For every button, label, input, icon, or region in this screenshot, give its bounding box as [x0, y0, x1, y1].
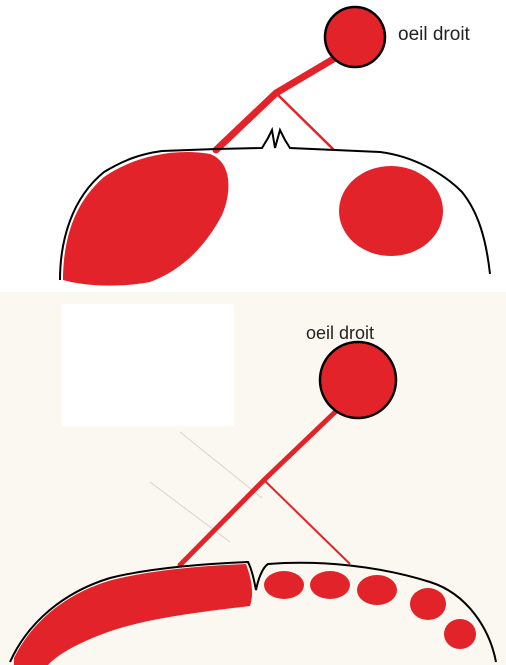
visual-field-right	[339, 166, 443, 256]
diagram-top-panel: oeil droit	[0, 0, 506, 292]
visual-field-left	[63, 152, 228, 286]
visual-field-spot	[410, 588, 446, 620]
eye-circle	[325, 7, 385, 67]
eye-circle	[320, 342, 396, 418]
visual-field-spot	[310, 571, 350, 599]
eye-label: oeil droit	[398, 24, 470, 46]
optic-nerve-branch	[276, 93, 334, 150]
faint-guide-line	[150, 432, 262, 542]
diagram-bottom-panel: oeil droit	[0, 292, 506, 665]
visual-field-spot	[444, 619, 476, 649]
optic-nerve-branch	[264, 480, 350, 564]
optic-nerve-main	[180, 392, 356, 565]
optic-nerve-main	[216, 48, 352, 150]
visual-field-spot	[264, 571, 304, 599]
diagram-bottom-drawing	[0, 292, 506, 665]
visual-field-left-band	[14, 564, 252, 665]
visual-field-spot	[357, 575, 397, 605]
eye-label: oeil droit	[306, 323, 374, 344]
